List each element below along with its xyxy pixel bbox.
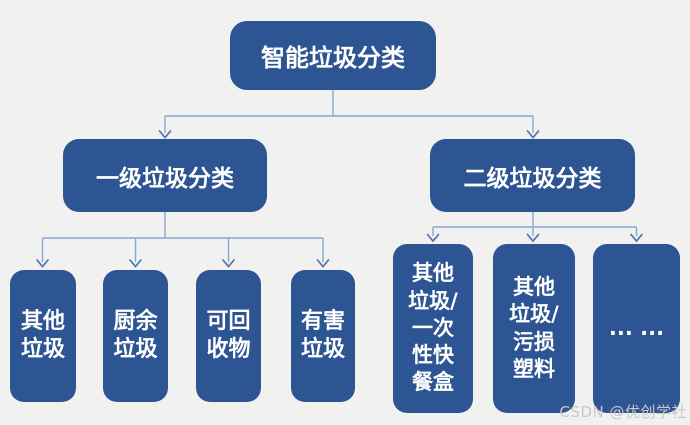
node-root-smart-garbage-classification: 智能垃圾分类 — [230, 21, 436, 90]
node-kitchen-waste: 厨余 垃圾 — [103, 270, 168, 402]
node-other-garbage-disposable-lunchbox: 其他 垃圾/ 一次 性快 餐盒 — [393, 244, 473, 413]
node-level2-classification: 二级垃圾分类 — [430, 139, 635, 212]
node-other-garbage: 其他 垃圾 — [10, 270, 76, 402]
node-recyclables: 可回 收物 — [196, 270, 261, 402]
node-hazardous-waste: 有害 垃圾 — [291, 270, 355, 402]
node-other-garbage-soiled-plastic: 其他 垃圾/ 污损 塑料 — [493, 244, 575, 413]
node-level1-classification: 一级垃圾分类 — [63, 139, 267, 212]
node-ellipsis-more: ... ... — [593, 244, 680, 413]
watermark: CSDN @优创学社 — [559, 403, 687, 421]
